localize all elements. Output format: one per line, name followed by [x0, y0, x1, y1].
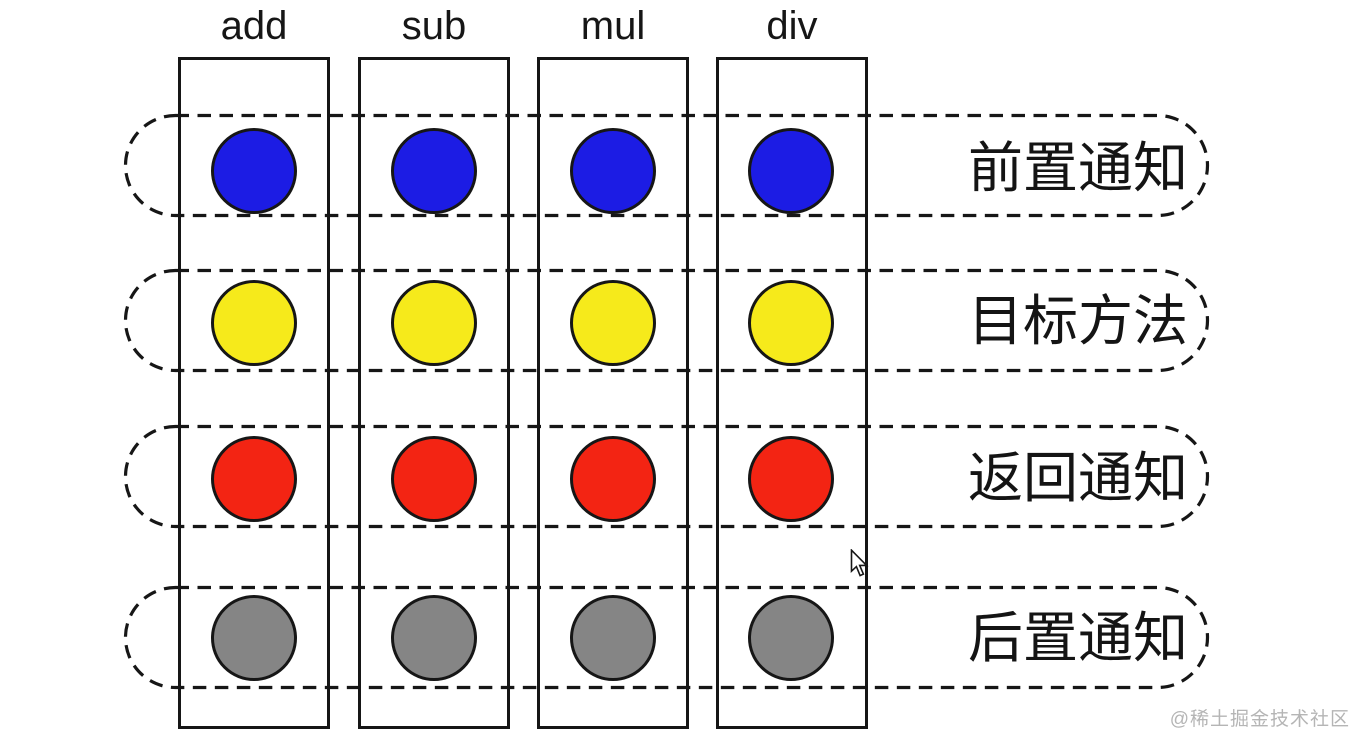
- dot-add-after-advice: [211, 595, 297, 681]
- mouse-arrow-cursor: [850, 549, 869, 577]
- row-label-after-advice: 后置通知: [967, 607, 1188, 669]
- row-band-target-method: [123, 268, 1210, 373]
- dot-sub-after-returning: [391, 436, 477, 522]
- row-label-target-method: 目标方法: [967, 290, 1188, 352]
- dot-sub-before-advice: [391, 128, 477, 214]
- column-box-add: [178, 57, 330, 729]
- dot-add-target-method: [211, 280, 297, 366]
- row-band-after-returning-advice: [123, 424, 1210, 529]
- row-label-after-returning: 返回通知: [967, 447, 1188, 509]
- dot-add-before-advice: [211, 128, 297, 214]
- dot-mul-after-returning: [570, 436, 656, 522]
- column-header-sub: sub: [401, 4, 467, 48]
- dot-mul-after-advice: [570, 595, 656, 681]
- column-box-sub: [358, 57, 510, 729]
- dot-sub-target-method: [391, 280, 477, 366]
- dot-div-before-advice: [748, 128, 834, 214]
- dot-sub-after-advice: [391, 595, 477, 681]
- column-header-mul: mul: [580, 4, 646, 48]
- row-band-before-advice: [123, 113, 1210, 218]
- row-label-before-advice: 前置通知: [967, 137, 1188, 199]
- dot-mul-target-method: [570, 280, 656, 366]
- dot-div-target-method: [748, 280, 834, 366]
- dot-mul-before-advice: [570, 128, 656, 214]
- column-box-div: [716, 57, 868, 729]
- watermark-text: @稀土掘金技术社区: [1169, 709, 1350, 730]
- dot-add-after-returning: [211, 436, 297, 522]
- dot-div-after-advice: [748, 595, 834, 681]
- column-box-mul: [537, 57, 689, 729]
- column-header-add: add: [220, 4, 288, 48]
- dot-div-after-returning: [748, 436, 834, 522]
- row-band-after-advice: [123, 585, 1210, 690]
- column-header-div: div: [766, 4, 818, 48]
